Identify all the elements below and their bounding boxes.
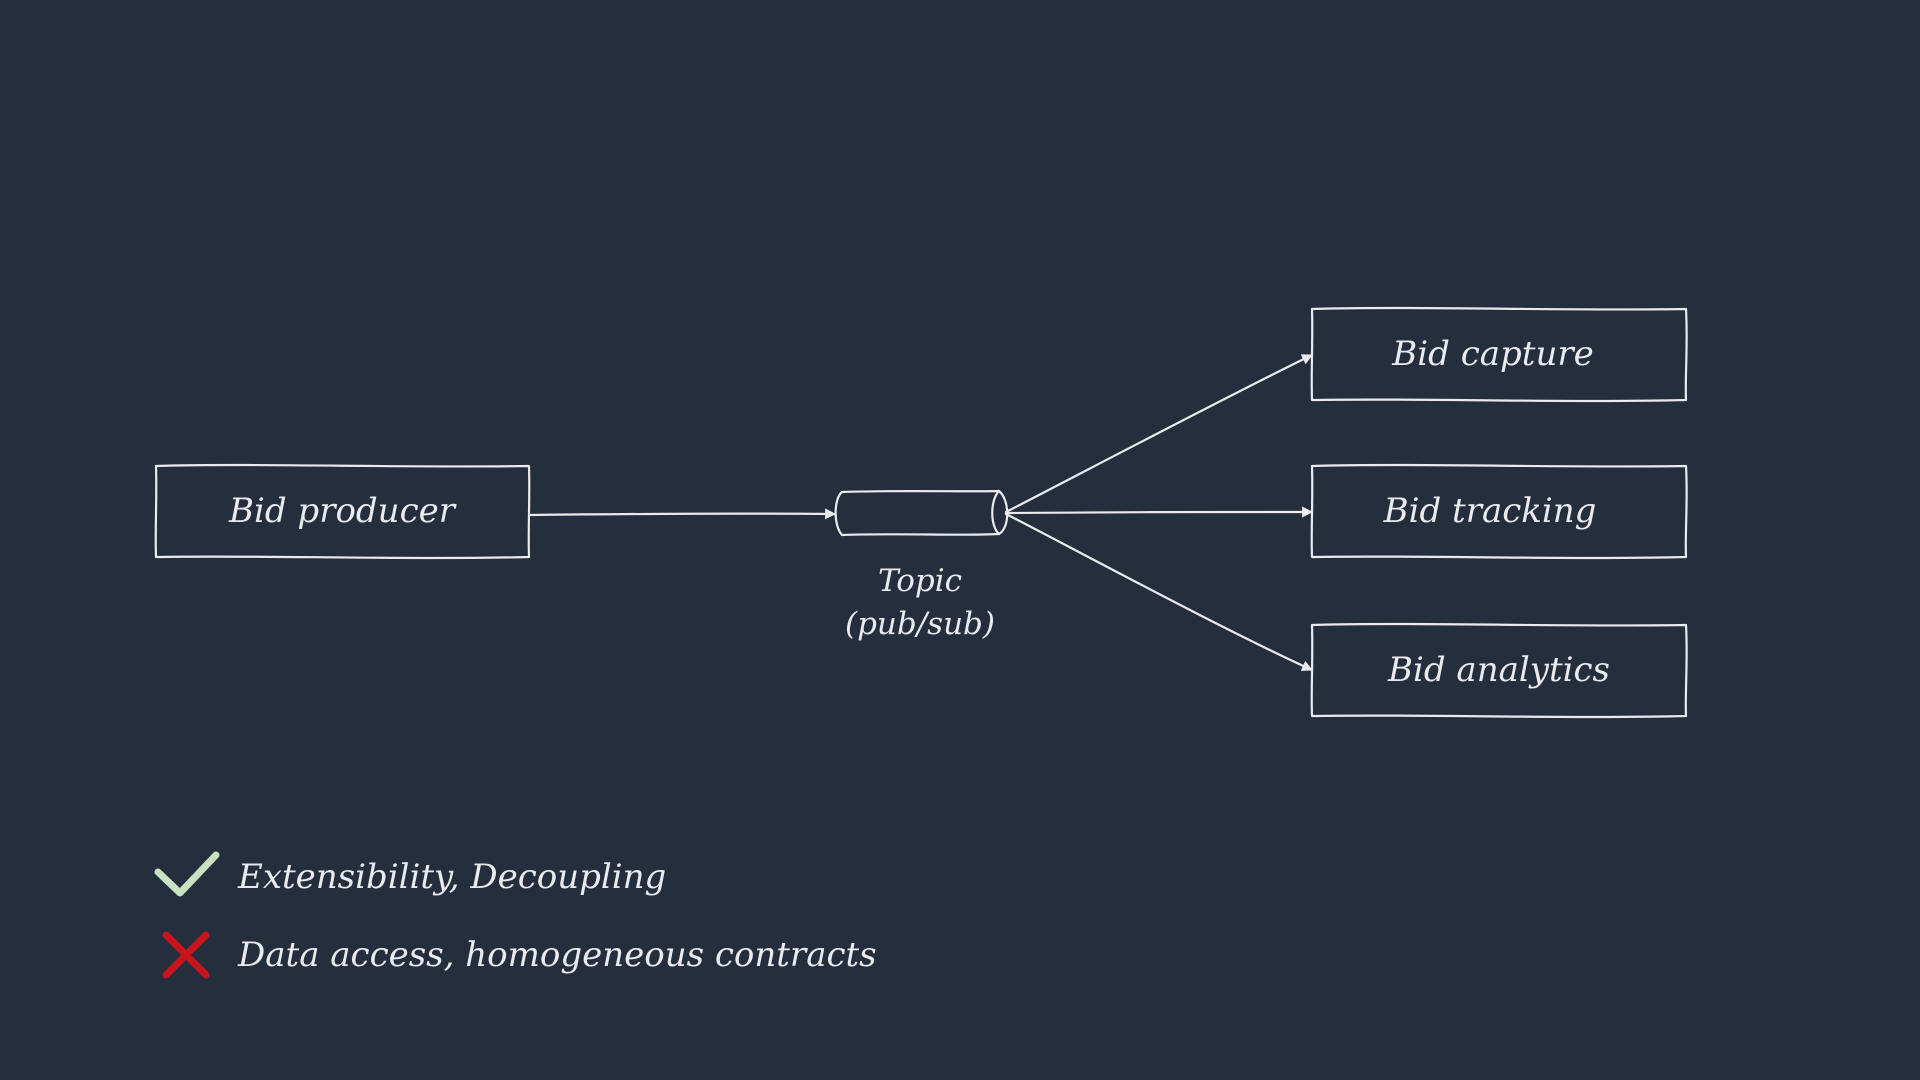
check-icon	[154, 851, 220, 897]
bid-analytics-label: Bid analytics	[1387, 650, 1610, 690]
bid-analytics-box: Bid analytics	[1310, 622, 1688, 719]
bid-analytics-box-outline	[1310, 622, 1688, 719]
topic-cylinder-body	[834, 489, 1009, 537]
bid-tracking-box-outline	[1310, 463, 1688, 560]
con-note: Data access, homogeneous contracts	[162, 931, 877, 979]
topic-cylinder-end	[991, 489, 1001, 536]
con-note-text: Data access, homogeneous contracts	[237, 935, 877, 975]
arrow-topic-to-bid-capture	[1004, 353, 1314, 514]
arrow-topic-to-bid-analytics	[1004, 512, 1314, 672]
bid-capture-label: Bid capture	[1391, 334, 1593, 374]
bid-capture-box: Bid capture	[1310, 306, 1688, 403]
producer-box: Bid producer	[154, 463, 531, 560]
topic-label-line2: (pub/sub)	[845, 606, 995, 642]
bid-tracking-label: Bid tracking	[1383, 491, 1597, 531]
cross-icon	[162, 931, 210, 979]
bid-capture-box-outline	[1310, 306, 1688, 403]
topic-label-line1: Topic	[878, 563, 962, 599]
topic-cylinder: Topic (pub/sub)	[834, 489, 1009, 642]
pro-note: Extensibility, Decoupling	[154, 851, 666, 897]
bid-tracking-box: Bid tracking	[1310, 463, 1688, 560]
producer-box-outline	[154, 463, 531, 560]
arrow-topic-to-bid-tracking	[1004, 506, 1314, 518]
arrow-producer-to-topic	[527, 508, 837, 520]
pro-note-text: Extensibility, Decoupling	[237, 857, 666, 897]
producer-label: Bid producer	[228, 491, 457, 531]
